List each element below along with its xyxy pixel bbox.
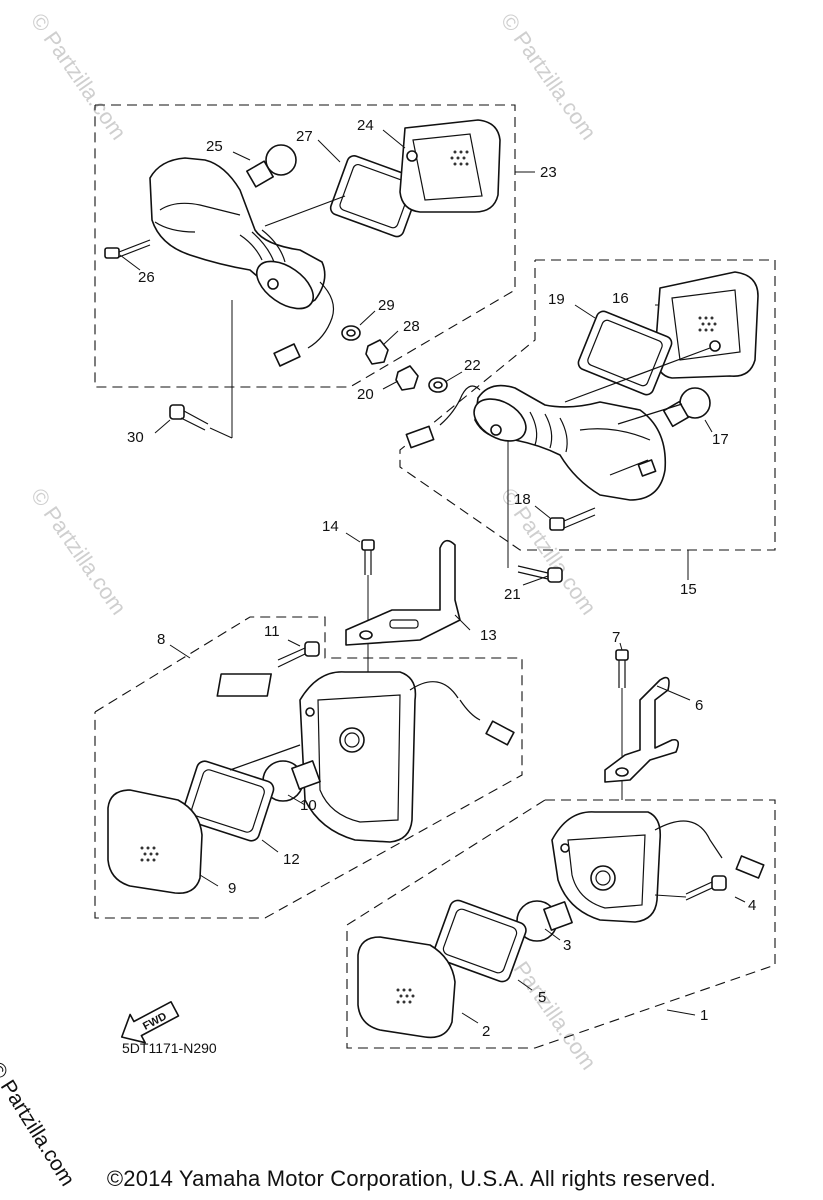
callout-21: 21 (504, 586, 521, 603)
callout-9: 9 (228, 880, 236, 897)
callout-27: 27 (296, 128, 313, 145)
callout-23: 23 (540, 164, 557, 181)
watermark-text: © Partzilla.com (26, 484, 132, 620)
callout-numbers: 1 2 3 4 5 6 7 8 9 10 11 12 13 14 15 16 1… (127, 117, 756, 1040)
callout-11: 11 (264, 623, 280, 640)
flasher-assy-rear-left[interactable] (94, 104, 516, 388)
lens-grille (698, 316, 717, 332)
lens-grille (396, 988, 415, 1004)
callout-6: 6 (695, 697, 703, 714)
callout-19: 19 (548, 291, 565, 308)
flasher-assy-front-right[interactable] (346, 799, 776, 1049)
copyright-footer: ©2014 Yamaha Motor Corporation, U.S.A. A… (106, 1166, 717, 1191)
callout-2: 2 (482, 1023, 490, 1040)
callout-8: 8 (157, 631, 165, 648)
callout-22: 22 (464, 357, 481, 374)
callout-30: 30 (127, 429, 144, 446)
leader-lines (119, 129, 746, 1024)
fwd-label: FWD (141, 1010, 169, 1032)
callout-7: 7 (612, 629, 620, 646)
callout-5: 5 (538, 989, 546, 1006)
callout-29: 29 (378, 297, 395, 314)
callout-14: 14 (322, 518, 339, 535)
callout-20: 20 (357, 386, 374, 403)
diagram-code: 5DT1171-N290 (122, 1040, 217, 1056)
callout-24: 24 (357, 117, 374, 134)
callout-28: 28 (403, 318, 420, 335)
lens-grille (140, 846, 159, 862)
callout-4: 4 (748, 897, 756, 914)
callout-3: 3 (563, 937, 571, 954)
hardware-washers-nuts[interactable] (169, 300, 448, 439)
bracket-front-left[interactable] (345, 539, 461, 690)
callout-16: 16 (612, 290, 629, 307)
callout-26: 26 (138, 269, 155, 286)
watermark-text: © Partzilla.com (496, 9, 602, 145)
callout-10: 10 (300, 797, 317, 814)
flasher-assy-rear-right[interactable] (399, 259, 776, 551)
callout-17: 17 (712, 431, 729, 448)
parts-diagram: © Partzilla.com © Partzilla.com © Partzi… (26, 9, 776, 1074)
lens-grille (450, 150, 469, 166)
watermark-text: © Partzilla.com (26, 9, 132, 145)
callout-12: 12 (283, 851, 300, 868)
bracket-front-right[interactable] (604, 649, 680, 800)
bolt-21[interactable] (507, 440, 563, 583)
callout-25: 25 (206, 138, 223, 155)
callout-13: 13 (480, 627, 497, 644)
callout-1: 1 (700, 1007, 708, 1024)
callout-18: 18 (514, 491, 531, 508)
flasher-assy-front-left[interactable] (94, 616, 523, 919)
callout-15: 15 (680, 581, 697, 598)
